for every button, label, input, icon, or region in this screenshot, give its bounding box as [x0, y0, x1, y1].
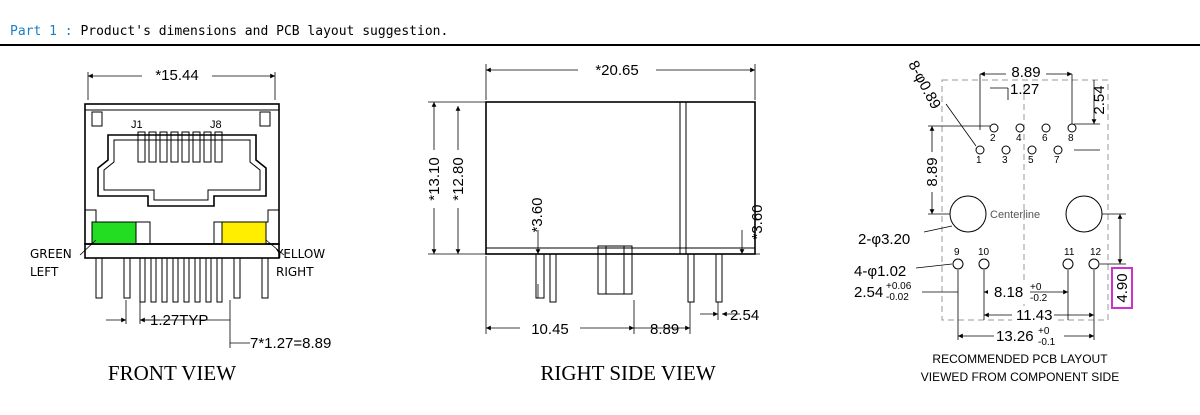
pcb-caption-line1: RECOMMENDED PCB LAYOUT: [932, 352, 1108, 366]
side-pin-span-dim: 8.89: [650, 321, 679, 338]
pcb-left-tol-lower: -0.02: [886, 292, 909, 303]
side-pin-length-left: *3.60: [529, 197, 546, 232]
page-header: Part 1 : Product's dimensions and PCB la…: [0, 0, 1200, 46]
yellow-led-label: YELLOW: [275, 247, 325, 261]
green-led-label: GREEN: [30, 247, 72, 261]
pcb-left-tol-upper: +0.06: [886, 281, 912, 292]
pin-label-9: 9: [954, 247, 960, 258]
pin-label-3: 3: [1002, 155, 1008, 166]
side-pin-pitch-dim: 2.54: [730, 307, 759, 324]
side-height-dim-2: *12.80: [450, 157, 467, 200]
green-led: [91, 221, 137, 245]
front-pins: [95, 257, 269, 303]
yellow-led-position: RIGHT: [276, 265, 314, 279]
pcb-outline: [941, 79, 1109, 321]
pcb-side-dim: 4.90: [1114, 273, 1131, 302]
pin-label-7: 7: [1054, 155, 1060, 166]
pin-label-4: 4: [1016, 133, 1022, 144]
pin-j1-label: J1: [131, 119, 143, 131]
pcb-mid-dim: 8.18: [994, 284, 1023, 301]
pin-label-5: 5: [1028, 155, 1034, 166]
pin-pitch-dim: 1.27TYP: [150, 312, 208, 329]
pcb-mid-tol-upper: +0: [1030, 282, 1042, 293]
side-pin-length-right: *3.60: [749, 204, 766, 239]
side-offset-dim: 10.45: [531, 321, 569, 338]
pin-label-1: 1: [976, 155, 982, 166]
pin-label-8: 8: [1068, 133, 1074, 144]
part-label: Part 1 :: [10, 24, 73, 39]
pcb-top-pitch: 1.27: [1010, 81, 1039, 98]
pin-j8-label: J8: [210, 119, 222, 131]
pin-label-2: 2: [990, 133, 996, 144]
pcb-span-1143: 11.43: [1016, 307, 1052, 324]
front-view-caption: FRONT VIEW: [108, 361, 236, 385]
pcb-span-1326-tol-lower: -0.1: [1038, 337, 1056, 348]
side-length-dim: *20.65: [595, 62, 638, 79]
front-view: *15.44 J1 J8 GREEN LEFT: [30, 66, 331, 385]
pcb-row-gap: 2.54: [1091, 85, 1108, 114]
front-width-dim: *15.44: [155, 67, 198, 84]
pcb-mount-dia: 4-φ1.02: [854, 263, 906, 280]
pin-span-dim: 7*1.27=8.89: [250, 335, 331, 352]
pin-label-10: 10: [978, 247, 990, 258]
yellow-led: [221, 221, 267, 245]
pcb-boss-dia: 2-φ3.20: [858, 231, 910, 248]
pcb-vertical-dim: 8.89: [924, 157, 941, 186]
boss-hole-left: [949, 195, 987, 233]
boss-hole-right: [1065, 195, 1103, 233]
side-height-dim-1: *13.10: [426, 157, 443, 200]
side-view-caption: RIGHT SIDE VIEW: [540, 361, 716, 385]
header-rule: [0, 44, 1200, 46]
pcb-layout: 8.89 1.27 2.54 8-φ0.89 2 4 6 8 1 3 5: [854, 58, 1133, 384]
centerline-label: Centerline: [990, 209, 1040, 221]
green-led-position: LEFT: [30, 265, 59, 279]
pcb-top-span: 8.89: [1011, 64, 1040, 81]
highlight-box: [1111, 267, 1133, 309]
right-side-view: *20.65 *13.10 *12.80 *3.60 *3.60: [424, 60, 766, 385]
section-title-text: Product's dimensions and PCB layout sugg…: [72, 24, 449, 39]
pcb-mid-tol-lower: -0.2: [1030, 293, 1048, 304]
section-title: Part 1 : Product's dimensions and PCB la…: [10, 24, 448, 39]
pcb-span-1326-tol-upper: +0: [1038, 326, 1050, 337]
contact-springs: [137, 131, 223, 163]
pcb-left-dim: 2.54: [854, 284, 883, 301]
pcb-span-1326: 13.26: [996, 328, 1034, 345]
side-body: [485, 101, 756, 255]
pin-label-6: 6: [1042, 133, 1048, 144]
pin-label-11: 11: [1064, 247, 1075, 258]
mount-holes: [952, 258, 1100, 270]
pcb-hole-spec: 8-φ0.89: [904, 58, 944, 112]
contact-holes: [975, 123, 1077, 155]
pcb-caption-line2: VIEWED FROM COMPONENT SIDE: [921, 370, 1119, 384]
pin-label-12: 12: [1090, 247, 1102, 258]
rj45-socket: [97, 134, 267, 207]
